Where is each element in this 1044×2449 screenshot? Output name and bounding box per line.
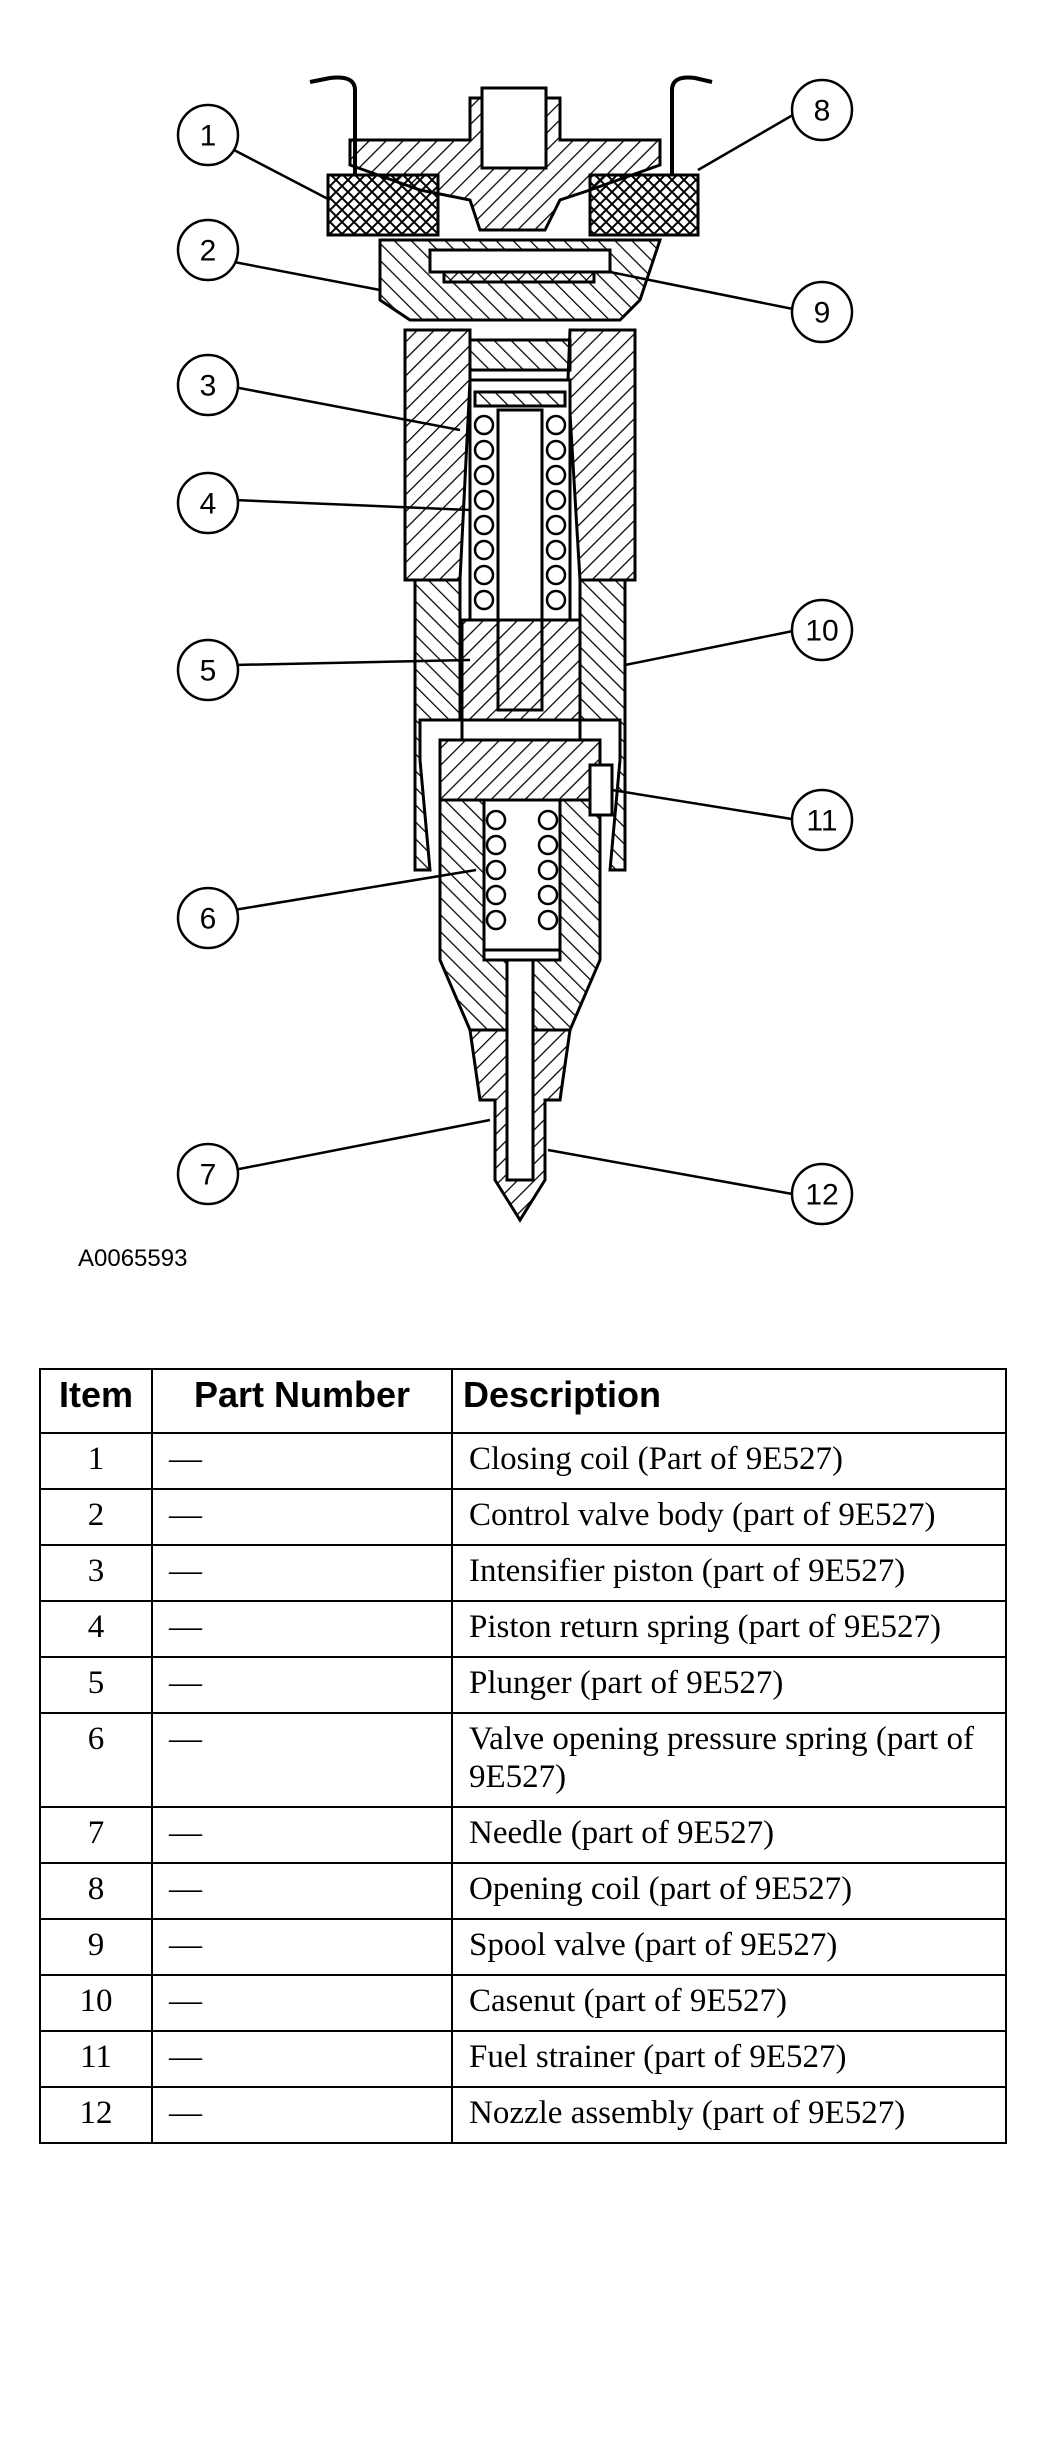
cell-description: Valve opening pressure spring (part of 9… xyxy=(451,1712,1007,1808)
piston-return-spring xyxy=(473,414,567,611)
cell-item: 3 xyxy=(39,1544,153,1602)
needle xyxy=(505,958,535,1182)
table-row: 3 — Intensifier piston (part of 9E527) xyxy=(39,1544,1007,1602)
table-row: 5 — Plunger (part of 9E527) xyxy=(39,1656,1007,1714)
cell-description: Intensifier piston (part of 9E527) xyxy=(451,1544,1007,1602)
callout-6: 6 xyxy=(200,903,217,936)
table-row: 1 — Closing coil (Part of 9E527) xyxy=(39,1432,1007,1490)
spool-valve xyxy=(428,248,612,274)
cell-description: Plunger (part of 9E527) xyxy=(451,1656,1007,1714)
header-item: Item xyxy=(39,1368,153,1434)
cell-part-number: — xyxy=(151,1712,453,1808)
table-row: 10 — Casenut (part of 9E527) xyxy=(39,1974,1007,2032)
cell-part-number: — xyxy=(151,1656,453,1714)
table-row: 2 — Control valve body (part of 9E527) xyxy=(39,1488,1007,1546)
table-header-row: Item Part Number Description xyxy=(39,1368,1007,1434)
callout-9: 9 xyxy=(814,297,831,330)
cell-description: Opening coil (part of 9E527) xyxy=(451,1862,1007,1920)
figure-id: A0065593 xyxy=(78,1245,188,1272)
cell-part-number: — xyxy=(151,1806,453,1864)
cell-part-number: — xyxy=(151,1918,453,1976)
cell-description: Control valve body (part of 9E527) xyxy=(451,1488,1007,1546)
callout-12: 12 xyxy=(805,1179,838,1212)
cell-description: Nozzle assembly (part of 9E527) xyxy=(451,2086,1007,2144)
cell-part-number: — xyxy=(151,2030,453,2088)
cell-description: Casenut (part of 9E527) xyxy=(451,1974,1007,2032)
cell-part-number: — xyxy=(151,1974,453,2032)
table-row: 12 — Nozzle assembly (part of 9E527) xyxy=(39,2086,1007,2144)
cell-description: Needle (part of 9E527) xyxy=(451,1806,1007,1864)
cell-item: 10 xyxy=(39,1974,153,2032)
cell-part-number: — xyxy=(151,1488,453,1546)
callout-3: 3 xyxy=(200,370,217,403)
header-part-number: Part Number xyxy=(151,1368,453,1434)
table-row: 6 — Valve opening pressure spring (part … xyxy=(39,1712,1007,1808)
injector-cutaway-diagram: 1 2 3 4 5 6 7 8 9 10 11 12 xyxy=(176,75,854,1226)
cell-description: Fuel strainer (part of 9E527) xyxy=(451,2030,1007,2088)
cell-item: 2 xyxy=(39,1488,153,1546)
callout-5: 5 xyxy=(200,655,217,688)
table-row: 9 — Spool valve (part of 9E527) xyxy=(39,1918,1007,1976)
cell-item: 8 xyxy=(39,1862,153,1920)
cell-description: Piston return spring (part of 9E527) xyxy=(451,1600,1007,1658)
cell-part-number: — xyxy=(151,1600,453,1658)
injector-body xyxy=(309,75,713,1223)
fuel-strainer xyxy=(588,763,614,817)
cell-part-number: — xyxy=(151,1862,453,1920)
cell-item: 6 xyxy=(39,1712,153,1808)
cell-item: 7 xyxy=(39,1806,153,1864)
table-row: 7 — Needle (part of 9E527) xyxy=(39,1806,1007,1864)
table-row: 8 — Opening coil (part of 9E527) xyxy=(39,1862,1007,1920)
parts-table: Item Part Number Description 1 — Closing… xyxy=(39,1368,1007,2144)
cell-item: 5 xyxy=(39,1656,153,1714)
callout-11: 11 xyxy=(806,805,837,838)
table-row: 4 — Piston return spring (part of 9E527) xyxy=(39,1600,1007,1658)
callout-2: 2 xyxy=(200,235,217,268)
callout-4: 4 xyxy=(200,488,217,521)
cell-description: Spool valve (part of 9E527) xyxy=(451,1918,1007,1976)
header-description: Description xyxy=(451,1368,1007,1434)
callout-8: 8 xyxy=(814,95,831,128)
cell-description: Closing coil (Part of 9E527) xyxy=(451,1432,1007,1490)
cell-item: 9 xyxy=(39,1918,153,1976)
opening-coil xyxy=(588,173,700,237)
cell-part-number: — xyxy=(151,1432,453,1490)
intensifier-piston xyxy=(473,390,567,408)
cell-item: 12 xyxy=(39,2086,153,2144)
cell-item: 1 xyxy=(39,1432,153,1490)
valve-opening-pressure-spring xyxy=(485,809,559,931)
callout-7: 7 xyxy=(200,1159,217,1192)
closing-coil xyxy=(326,173,440,237)
cell-item: 11 xyxy=(39,2030,153,2088)
callout-1: 1 xyxy=(200,120,217,153)
cell-part-number: — xyxy=(151,2086,453,2144)
table-row: 11 — Fuel strainer (part of 9E527) xyxy=(39,2030,1007,2088)
callouts xyxy=(176,78,854,1226)
cell-item: 4 xyxy=(39,1600,153,1658)
cell-part-number: — xyxy=(151,1544,453,1602)
callout-10: 10 xyxy=(805,615,838,648)
